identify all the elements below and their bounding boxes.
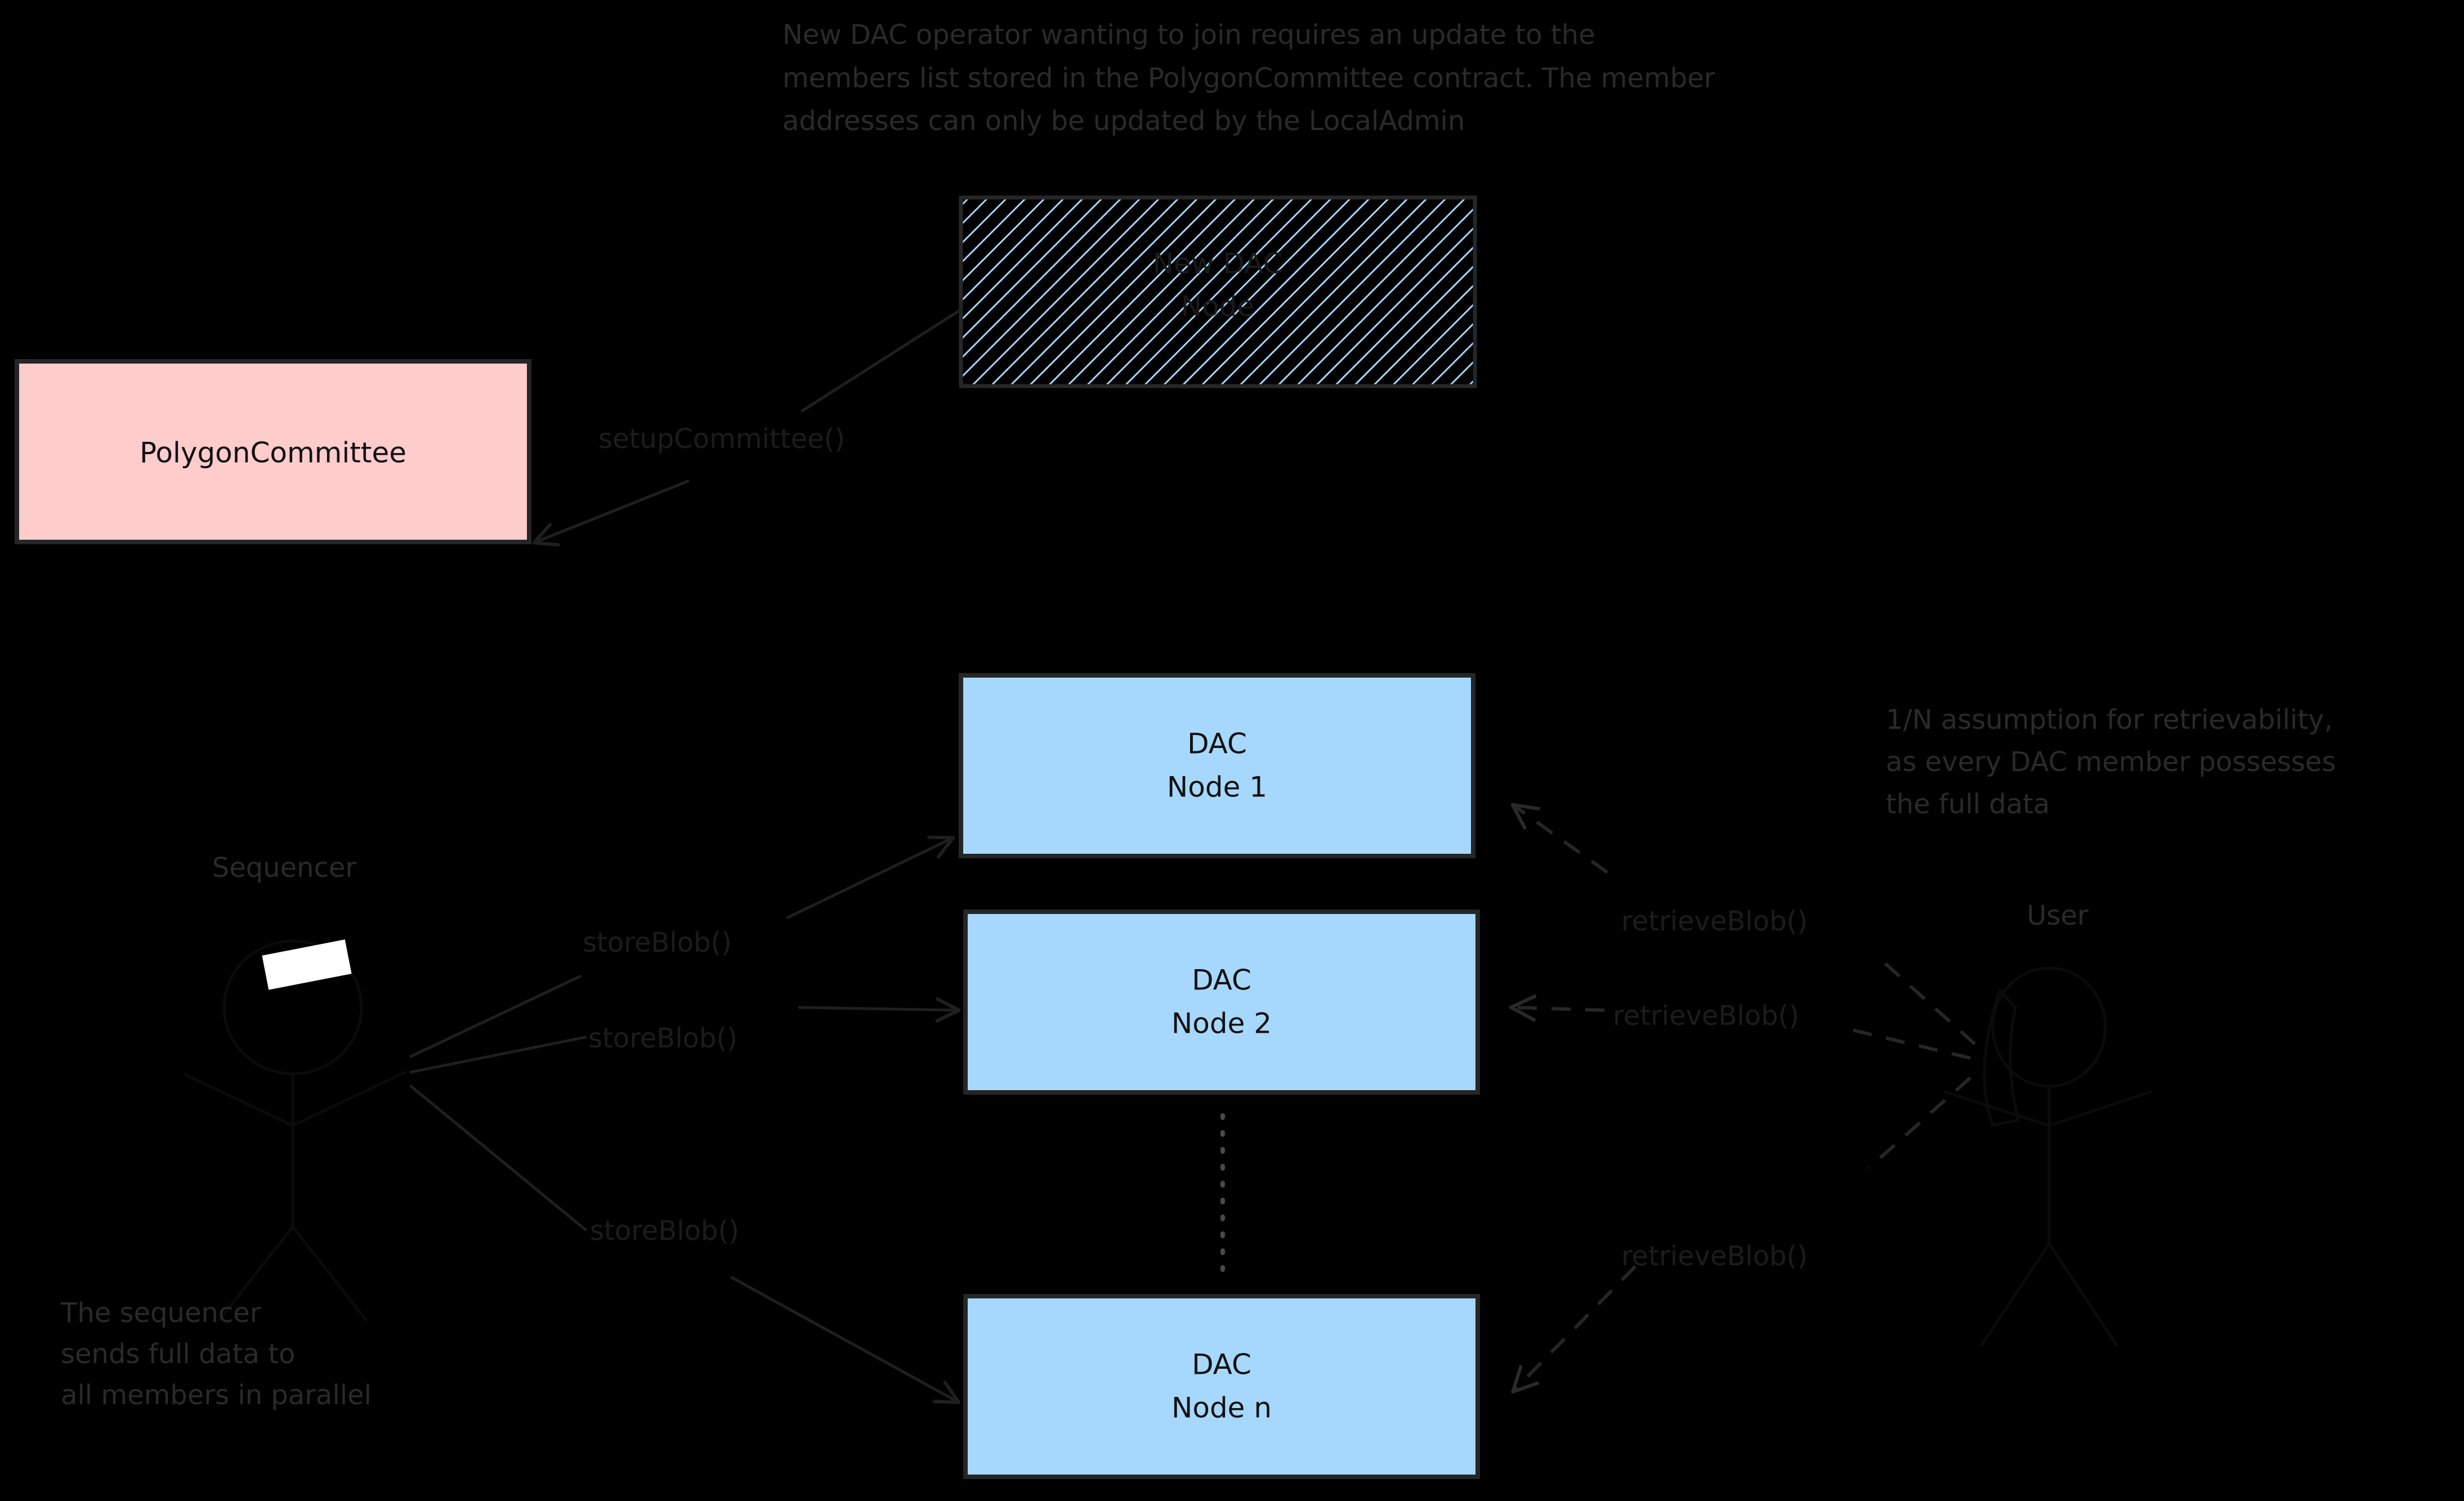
user-leg-left bbox=[1980, 1242, 2051, 1347]
note-line: the full data bbox=[1886, 788, 2050, 820]
dac-node-n-label-line: DAC bbox=[1192, 1348, 1251, 1381]
store-blob-n-line-b bbox=[730, 1276, 957, 1401]
edge-retrieve-blob-n: retrieveBlob() bbox=[1514, 1076, 1971, 1390]
store-blob-2-line-b bbox=[798, 1007, 957, 1010]
sequencer-arm-right bbox=[291, 1070, 407, 1127]
actor-sequencer[interactable]: Sequencer bbox=[184, 852, 407, 1321]
note-new-dac-operator: New DAC operator wanting to join require… bbox=[782, 19, 1715, 137]
edge-retrieve-blob-1: retrieveBlob() bbox=[1514, 806, 1976, 1046]
edge-store-blob-2: storeBlob() bbox=[409, 1007, 957, 1074]
sequencer-label: Sequencer bbox=[212, 852, 357, 884]
retrieve-blob-1-line-a bbox=[1873, 952, 1976, 1046]
sequencer-leg-left bbox=[218, 1225, 294, 1321]
dac-node-2-label-line: Node 2 bbox=[1171, 1007, 1272, 1040]
retrieve-blob-n-line-a bbox=[1868, 1076, 1971, 1170]
user-leg-right bbox=[2047, 1242, 2118, 1347]
note-sequencer-parallel: The sequencer sends full data to all mem… bbox=[60, 1297, 372, 1411]
store-blob-n-line-a bbox=[409, 1085, 587, 1231]
user-hair bbox=[1983, 988, 2020, 1127]
retrieve-blob-n-label: retrieveBlob() bbox=[1621, 1240, 1808, 1272]
new-dac-node-rect[interactable] bbox=[959, 195, 1477, 388]
setup-committee-label: setupCommittee() bbox=[598, 423, 845, 455]
sequencer-leg-right bbox=[291, 1225, 368, 1321]
edge-store-blob-1: storeBlob() bbox=[409, 839, 951, 1058]
actor-user[interactable]: User bbox=[1943, 900, 2152, 1347]
dac-node-2-label-line: DAC bbox=[1192, 964, 1251, 997]
store-blob-2-line-a bbox=[409, 1036, 587, 1074]
polygon-committee-label: PolygonCommittee bbox=[140, 437, 406, 469]
retrieve-blob-1-line-b bbox=[1514, 806, 1608, 874]
store-blob-1-line-b bbox=[786, 839, 951, 919]
sequencer-arm-left bbox=[184, 1073, 294, 1127]
dac-node-1-rect[interactable] bbox=[959, 673, 1475, 858]
edge-retrieve-blob-2: retrieveBlob() bbox=[1513, 1000, 1971, 1060]
setup-committee-line-lower bbox=[536, 480, 690, 542]
box-dac-node-n[interactable]: DAC Node n bbox=[963, 1294, 1480, 1479]
box-dac-node-2[interactable]: DAC Node 2 bbox=[963, 909, 1480, 1095]
box-dac-node-1[interactable]: DAC Node 1 bbox=[959, 673, 1475, 858]
retrieve-blob-2-line-b bbox=[1513, 1007, 1605, 1010]
user-arm-right bbox=[2047, 1090, 2152, 1127]
dac-node-n-label-line: Node n bbox=[1171, 1392, 1272, 1424]
note-retrievability: 1/N assumption for retrievability, as ev… bbox=[1886, 704, 2336, 820]
retrieve-blob-n-line-b bbox=[1514, 1265, 1637, 1390]
retrieve-blob-1-label: retrieveBlob() bbox=[1621, 906, 1808, 937]
note-line: 1/N assumption for retrievability, bbox=[1886, 704, 2333, 736]
dac-node-1-label-line: Node 1 bbox=[1167, 771, 1267, 804]
store-blob-2-label: storeBlob() bbox=[588, 1023, 737, 1054]
store-blob-n-label: storeBlob() bbox=[590, 1215, 739, 1247]
sequencer-screen bbox=[262, 939, 352, 990]
setup-committee-line-upper bbox=[801, 308, 963, 413]
retrieve-blob-2-label: retrieveBlob() bbox=[1613, 1000, 1799, 1032]
new-dac-node-label-line: New DAC bbox=[1153, 248, 1283, 280]
note-line: addresses can only be updated by the Loc… bbox=[782, 105, 1465, 137]
dac-node-1-label-line: DAC bbox=[1187, 728, 1247, 760]
user-arm-left bbox=[1943, 1090, 2051, 1127]
note-line: as every DAC member possesses bbox=[1886, 746, 2336, 778]
note-line: New DAC operator wanting to join require… bbox=[782, 19, 1595, 51]
store-blob-1-label: storeBlob() bbox=[583, 927, 732, 958]
new-dac-node-label-line: Node bbox=[1181, 290, 1255, 323]
dac-node-n-rect[interactable] bbox=[963, 1294, 1480, 1479]
polygon-committee-rect[interactable] bbox=[15, 359, 531, 544]
edge-store-blob-n: storeBlob() bbox=[409, 1085, 957, 1401]
note-line: all members in parallel bbox=[61, 1379, 372, 1411]
note-line: The sequencer bbox=[60, 1297, 261, 1329]
note-line: members list stored in the PolygonCommit… bbox=[782, 62, 1715, 94]
edge-setup-committee: setupCommittee() bbox=[536, 308, 963, 542]
dac-node-2-rect[interactable] bbox=[963, 909, 1480, 1095]
box-polygon-committee[interactable]: PolygonCommittee bbox=[15, 359, 531, 544]
note-line: sends full data to bbox=[61, 1338, 296, 1370]
user-label: User bbox=[2027, 900, 2089, 931]
store-blob-1-line-a bbox=[409, 975, 582, 1058]
box-new-dac-node[interactable]: New DAC Node bbox=[959, 195, 1477, 388]
